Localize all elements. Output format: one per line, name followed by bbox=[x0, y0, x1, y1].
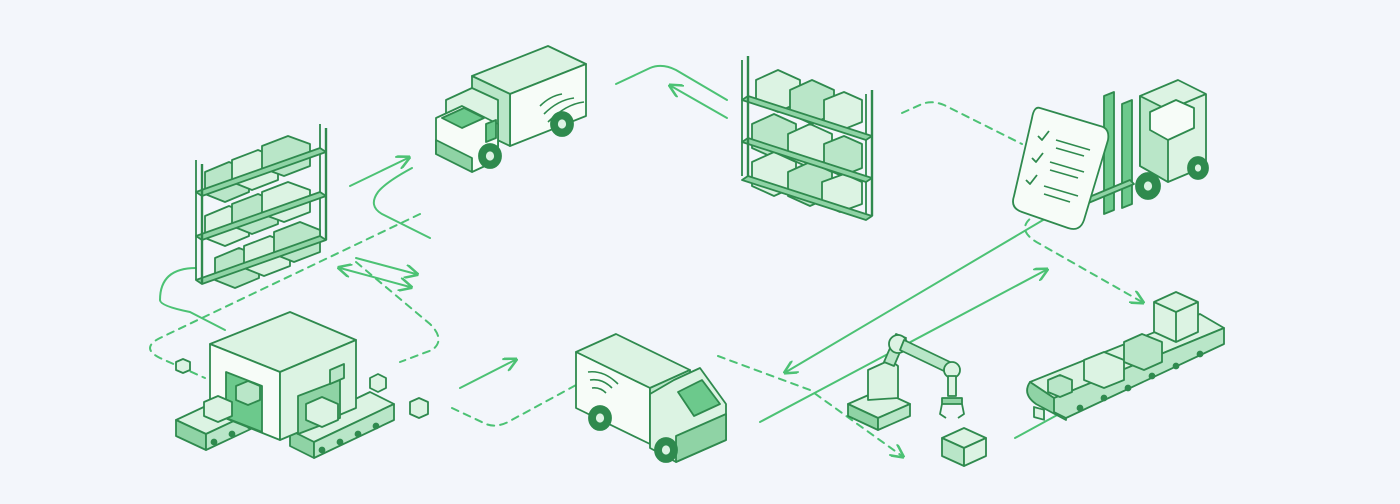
flow-line-dashed bbox=[717, 355, 902, 456]
robotic-arm-icon bbox=[847, 333, 987, 467]
flow-line bbox=[615, 64, 728, 101]
flow-arrow-bidirectional bbox=[340, 268, 410, 287]
warehouse-rack-icon bbox=[195, 124, 328, 289]
flow-arrow bbox=[459, 360, 515, 389]
flow-line bbox=[372, 167, 431, 239]
warehouse-building-icon bbox=[175, 311, 429, 459]
delivery-truck-icon bbox=[575, 333, 727, 463]
flow-arrow bbox=[349, 158, 408, 187]
checklist-icon bbox=[1012, 106, 1110, 421]
flow-line-dashed bbox=[149, 213, 421, 379]
warehouse-rack-icon bbox=[741, 56, 874, 221]
flow-line bbox=[159, 267, 197, 301]
flow-line-dashed bbox=[355, 261, 440, 363]
flow-arrow bbox=[671, 86, 728, 119]
forklift-icon bbox=[1081, 79, 1209, 215]
conveyor-belt-icon bbox=[1026, 291, 1225, 421]
delivery-truck-icon bbox=[435, 45, 587, 173]
flow-arrow bbox=[786, 209, 1061, 372]
flow-line-dashed bbox=[901, 101, 1023, 145]
flow-arrow-bidirectional bbox=[355, 257, 416, 274]
flow-line bbox=[159, 299, 226, 331]
